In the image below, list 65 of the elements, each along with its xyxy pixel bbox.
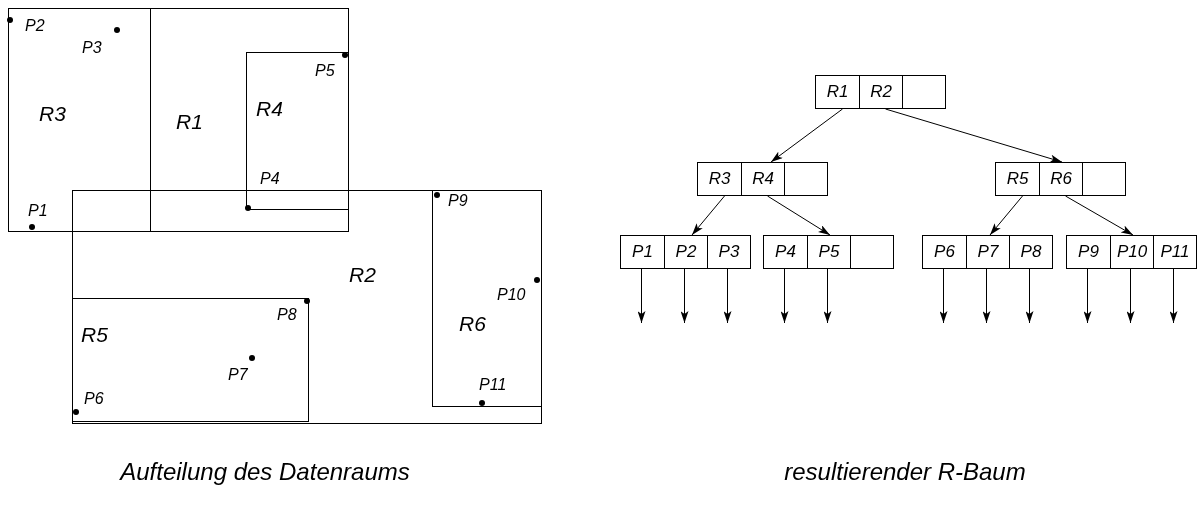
point-label: P3 (82, 39, 102, 57)
arrow (770, 108, 843, 163)
node-entry: P8 (1009, 236, 1052, 268)
region-label: R6 (459, 313, 486, 335)
region-label: R2 (349, 264, 376, 286)
node-entry: R5 (1005, 168, 1030, 190)
region-rectangle (72, 298, 309, 422)
caption: resultierender R-Baum (784, 458, 1026, 486)
region-rectangle (72, 190, 542, 424)
tree-node (1066, 235, 1197, 269)
caption: Aufteilung des Datenraums (120, 458, 410, 486)
arrow (885, 108, 1063, 163)
arrow (1126, 268, 1135, 324)
node-entry: P10 (1110, 236, 1153, 268)
region-label: R5 (81, 324, 108, 346)
arrow (723, 268, 732, 324)
region-rectangle (432, 190, 542, 407)
region-label: R3 (39, 103, 66, 125)
node-entry: R1 (825, 81, 850, 103)
arrow (680, 268, 689, 324)
node-entry: R3 (707, 168, 732, 190)
arrow (1083, 268, 1092, 324)
tree-node (815, 75, 946, 109)
point-label: P8 (277, 306, 297, 324)
point-label: P4 (260, 170, 280, 188)
point-label: P5 (315, 62, 335, 80)
point-label: P7 (228, 366, 248, 384)
region-rectangle (246, 52, 349, 210)
point-label: P9 (448, 192, 468, 210)
node-entry: P3 (707, 236, 750, 268)
tree-node (763, 235, 894, 269)
node-entry: P4 (774, 241, 797, 263)
arrow (1025, 268, 1034, 324)
node-entry: P9 (1077, 241, 1100, 263)
arrow (989, 195, 1023, 236)
tree-node (620, 235, 751, 269)
arrow (1065, 195, 1134, 236)
arrow (780, 268, 789, 324)
point-label: P6 (84, 390, 104, 408)
region-label: R4 (256, 98, 283, 120)
node-entry: R4 (741, 163, 784, 195)
node-entry: R2 (859, 76, 902, 108)
node-entry: P7 (966, 236, 1009, 268)
region-label: R1 (176, 111, 203, 133)
tree-node (697, 162, 828, 196)
node-entry: P5 (807, 236, 850, 268)
node-entry: P6 (933, 241, 956, 263)
point-label: P2 (25, 17, 45, 35)
arrow (1169, 268, 1178, 324)
node-entry: P1 (631, 241, 654, 263)
arrow (637, 268, 646, 324)
arrow (823, 268, 832, 324)
point-label: P11 (479, 376, 507, 394)
point-label: P10 (497, 286, 526, 304)
arrow (691, 195, 725, 236)
node-entry: P11 (1153, 236, 1196, 268)
arrow (939, 268, 948, 324)
tree-node (995, 162, 1126, 196)
node-entry: R6 (1039, 163, 1082, 195)
region-rectangle (8, 8, 349, 232)
node-entry: P2 (664, 236, 707, 268)
arrow (982, 268, 991, 324)
arrow (767, 195, 831, 236)
tree-node (922, 235, 1053, 269)
point-label: P1 (28, 202, 48, 220)
